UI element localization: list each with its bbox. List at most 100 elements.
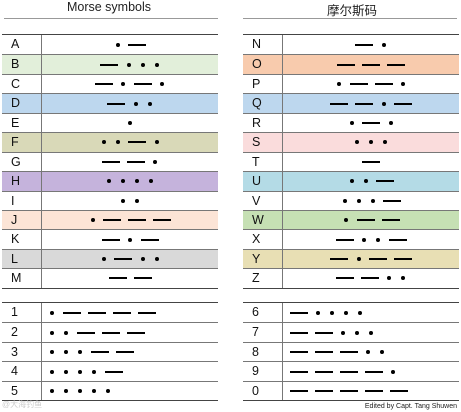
morse-dash (289, 389, 308, 392)
morse-code (283, 323, 459, 341)
morse-label: A (2, 35, 42, 55)
morse-dot (356, 257, 361, 262)
morse-dot (356, 198, 361, 203)
morse-dot (64, 330, 68, 335)
morse-row-f: F (2, 132, 218, 152)
morse-dot (342, 198, 347, 203)
morse-row-u: U (243, 171, 459, 191)
morse-dot (154, 62, 159, 67)
morse-dot (154, 140, 159, 145)
morse-dash (128, 43, 146, 46)
morse-code (42, 75, 218, 93)
morse-dot (362, 237, 366, 242)
morse-label: K (2, 230, 42, 249)
morse-dash (314, 331, 333, 334)
morse-label: 9 (243, 362, 283, 381)
morse-dash (362, 63, 380, 66)
morse-dot (376, 237, 380, 242)
morse-code (283, 133, 459, 151)
morse-dash (126, 331, 145, 334)
morse-dash (104, 370, 123, 373)
morse-dash (137, 311, 156, 314)
morse-row-b: B (2, 54, 218, 74)
morse-dot (128, 120, 132, 125)
morse-dot (381, 101, 386, 106)
morse-dash (389, 389, 408, 392)
morse-dot (154, 257, 159, 262)
morse-dash (376, 180, 394, 183)
morse-dot (369, 140, 373, 145)
morse-label: M (2, 269, 42, 288)
morse-dash (374, 83, 393, 86)
morse-code (283, 303, 459, 322)
morse-dot (391, 369, 395, 374)
morse-dash (314, 370, 333, 373)
morse-code (42, 250, 218, 268)
morse-dot (366, 350, 370, 355)
watermark: @大海钓鱼 (2, 400, 43, 409)
morse-label: 3 (2, 342, 42, 362)
morse-dot (388, 120, 393, 125)
morse-row-m: M (2, 268, 218, 288)
morse-dash (362, 121, 380, 124)
morse-dot (90, 218, 95, 223)
morse-dash (394, 102, 412, 105)
morse-dash (314, 351, 333, 354)
morse-label: 4 (2, 362, 42, 381)
morse-dot (50, 310, 54, 315)
credit-text: Edited by Capt. Tang Shuwen (364, 403, 457, 410)
morse-dot (147, 101, 152, 106)
morse-row-q: Q (243, 93, 459, 113)
morse-code (42, 133, 218, 151)
morse-dash (339, 389, 358, 392)
morse-code (42, 35, 218, 54)
morse-dash (289, 351, 308, 354)
morse-code (42, 230, 218, 248)
morse-dot (149, 179, 153, 184)
morse-dot (50, 388, 54, 393)
morse-code (42, 269, 218, 287)
morse-label: N (243, 35, 283, 55)
morse-row-a: A (2, 35, 218, 55)
morse-dash (140, 238, 159, 241)
morse-dot (358, 310, 362, 315)
morse-dash (289, 311, 308, 314)
morse-dot (50, 369, 54, 374)
morse-dash (388, 238, 407, 241)
morse-dash (62, 311, 81, 314)
morse-dot (140, 62, 145, 67)
morse-row-s: S (243, 132, 459, 152)
morse-row-v: V (243, 190, 459, 210)
morse-row-l: L (2, 248, 218, 269)
morse-dash (337, 63, 355, 66)
morse-dash (87, 311, 106, 314)
morse-label: 0 (243, 381, 283, 401)
morse-label: G (2, 152, 42, 172)
morse-dot (369, 330, 373, 335)
morse-row-y: Y (243, 248, 459, 269)
morse-label: Q (243, 94, 283, 113)
morse-dash (335, 277, 354, 280)
header-chinese-title: 摩尔斯码 (326, 4, 377, 18)
morse-dash (101, 160, 120, 163)
morse-row-5: 5 (2, 380, 218, 401)
morse-dash (364, 389, 383, 392)
morse-row-h: H (2, 171, 218, 191)
morse-dot (401, 82, 405, 87)
morse-code (283, 55, 459, 73)
morse-dot (370, 198, 375, 203)
morse-label: C (2, 74, 42, 94)
morse-dash (112, 311, 131, 314)
morse-row-3: 3 (2, 341, 218, 362)
morse-code (42, 153, 218, 171)
morse-label: X (243, 230, 283, 249)
morse-dot (78, 350, 82, 355)
morse-row-g: G (2, 151, 218, 172)
morse-code (42, 382, 218, 400)
morse-code (42, 323, 218, 341)
morse-dot (380, 350, 384, 355)
morse-label: J (2, 210, 42, 230)
morse-dot (92, 388, 96, 393)
